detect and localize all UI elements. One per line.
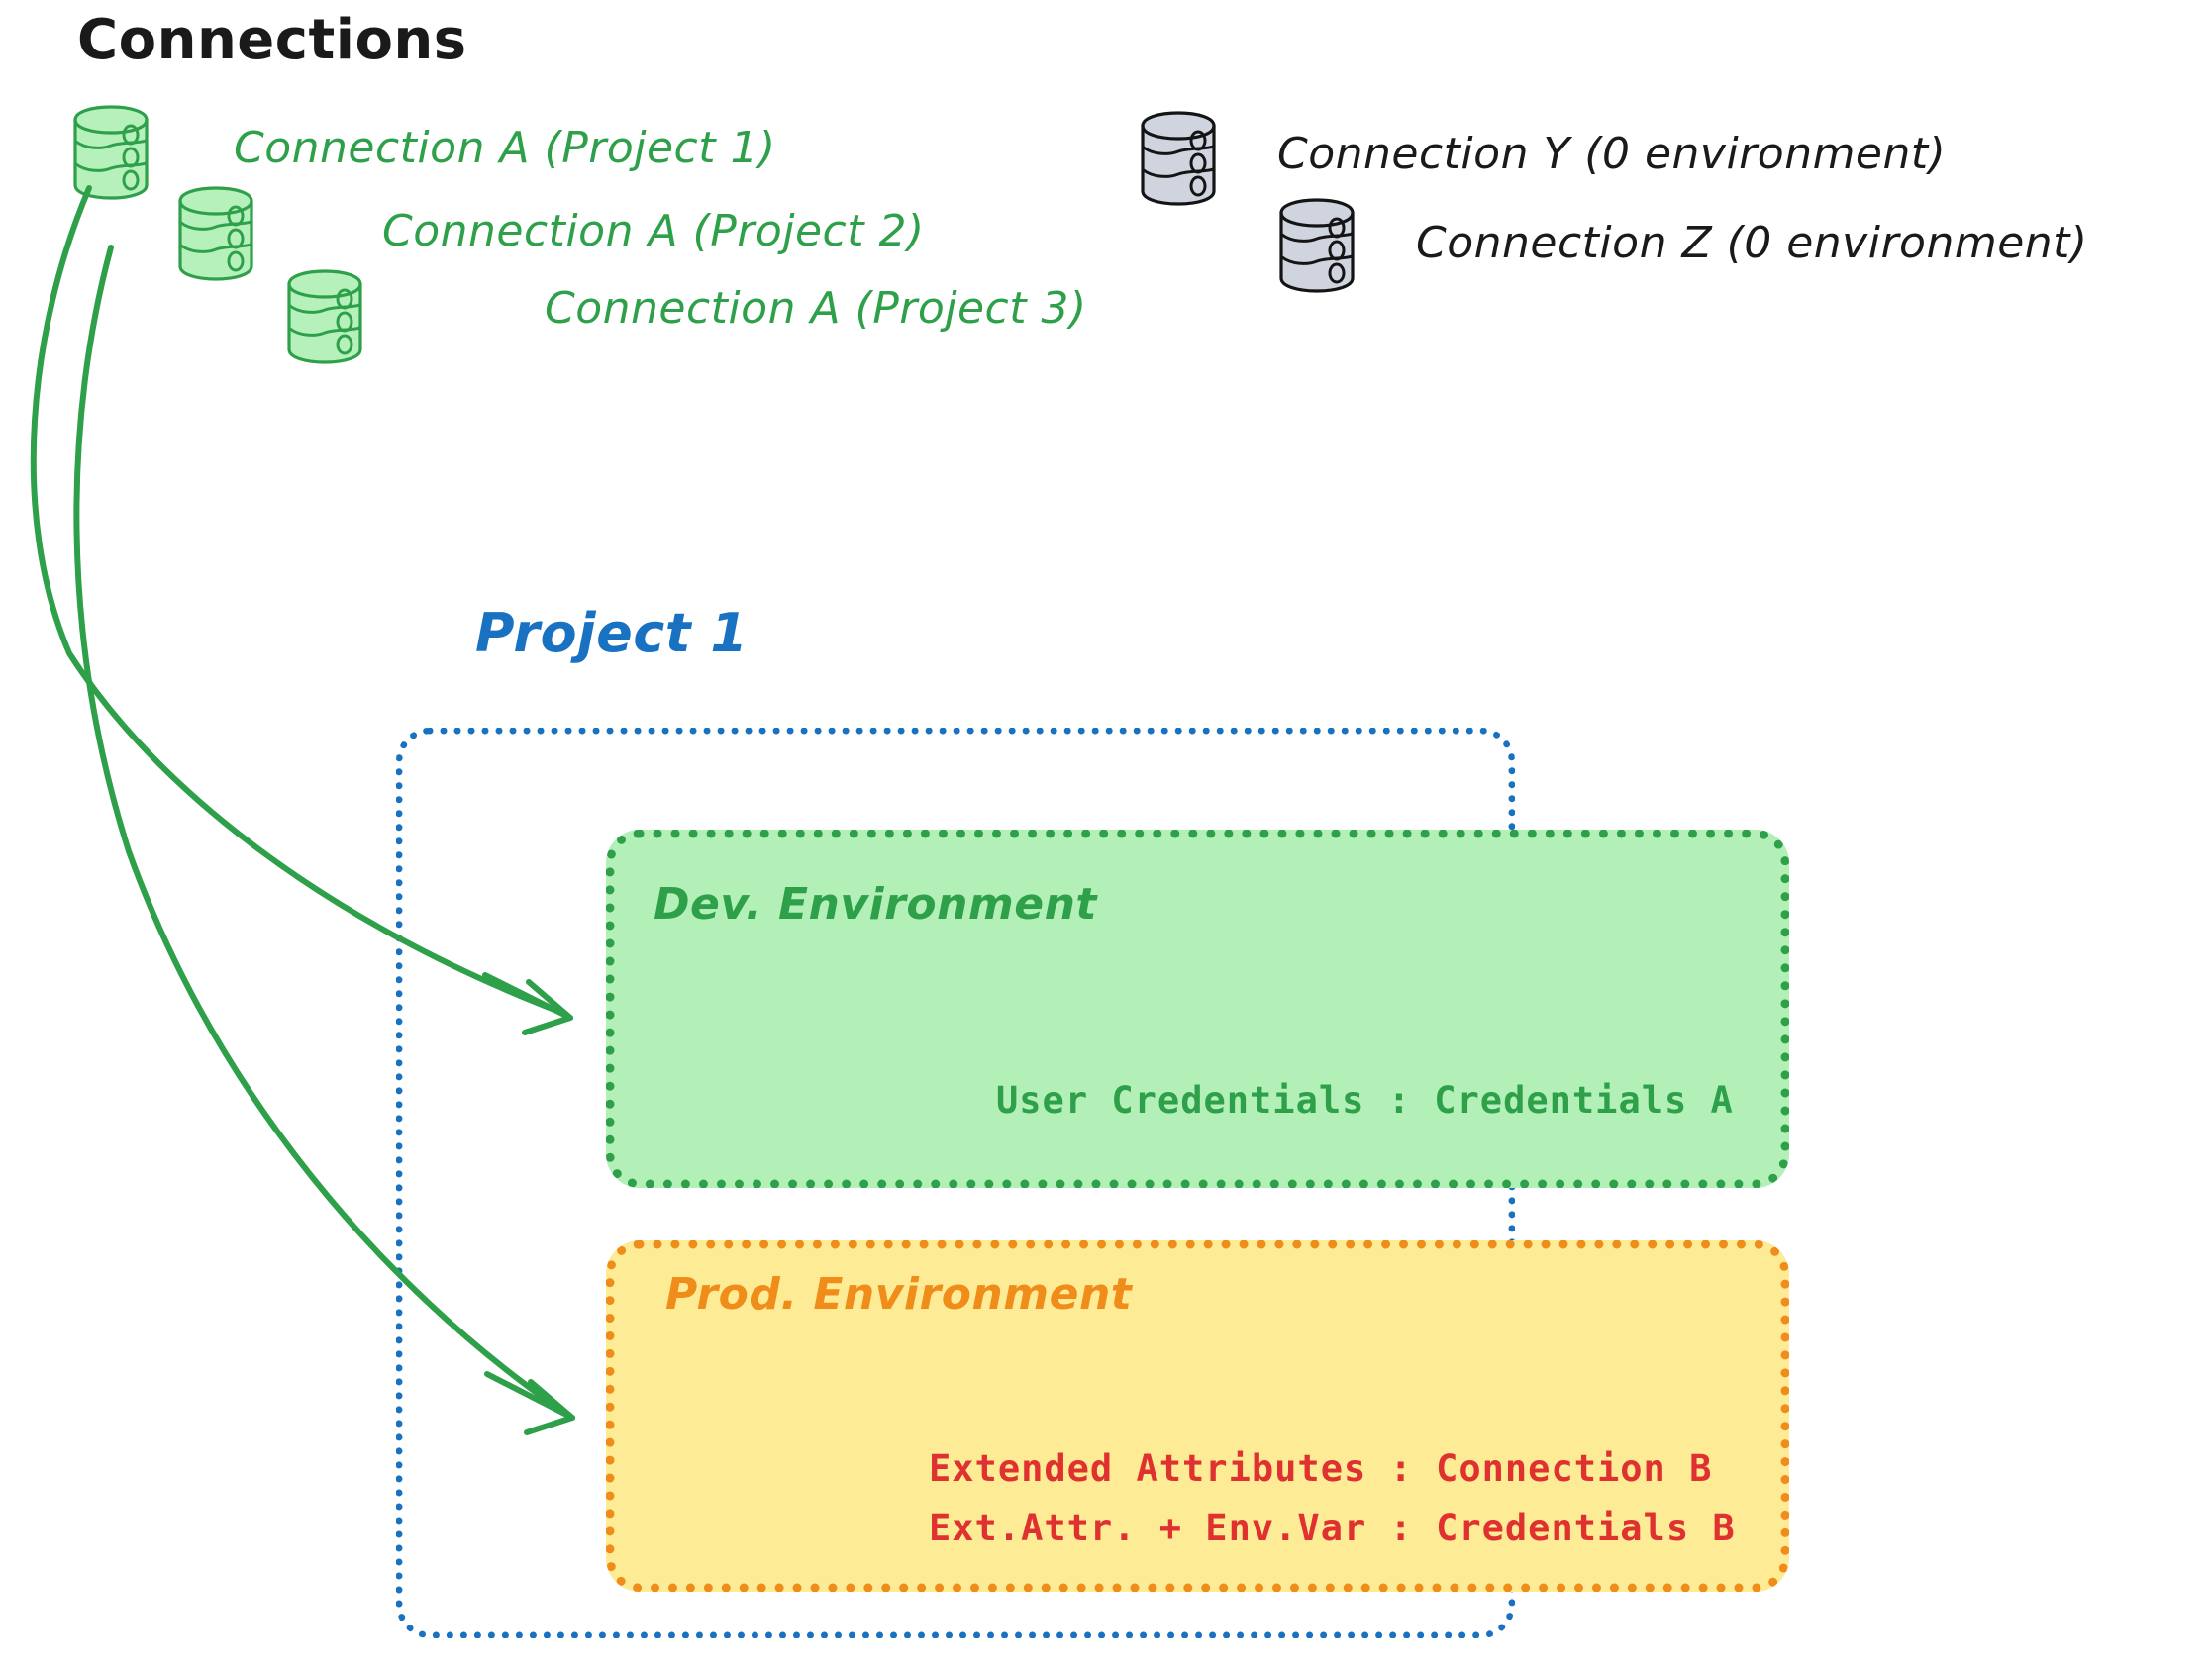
dev-environment-title: Dev. Environment <box>654 879 1097 930</box>
page-title: Connections <box>77 8 467 72</box>
prod-environment-line-1: Extended Attributes : Connection B <box>929 1447 1713 1490</box>
database-icon-connection-a-project-2 <box>174 184 257 283</box>
prod-environment-box <box>606 1240 1789 1592</box>
database-icon-connection-a-project-1 <box>69 103 152 202</box>
prod-environment-title: Prod. Environment <box>665 1269 1133 1320</box>
dev-environment-line-1: User Credentials : Credentials A <box>996 1079 1734 1122</box>
database-icon-connection-z <box>1275 196 1358 295</box>
project-title: Project 1 <box>475 602 749 664</box>
connection-label-y: Connection Y (0 environment) <box>1277 129 1947 179</box>
connection-label-a-project-3: Connection A (Project 3) <box>545 283 1087 334</box>
connection-label-a-project-2: Connection A (Project 2) <box>382 206 925 256</box>
database-icon-connection-a-project-3 <box>283 267 366 366</box>
dev-environment-box <box>606 830 1789 1188</box>
prod-environment-line-2: Ext.Attr. + Env.Var : Credentials B <box>929 1507 1736 1549</box>
connection-label-a-project-1: Connection A (Project 1) <box>234 123 776 173</box>
connection-label-z: Connection Z (0 environment) <box>1416 218 2088 268</box>
database-icon-connection-y <box>1137 109 1220 208</box>
